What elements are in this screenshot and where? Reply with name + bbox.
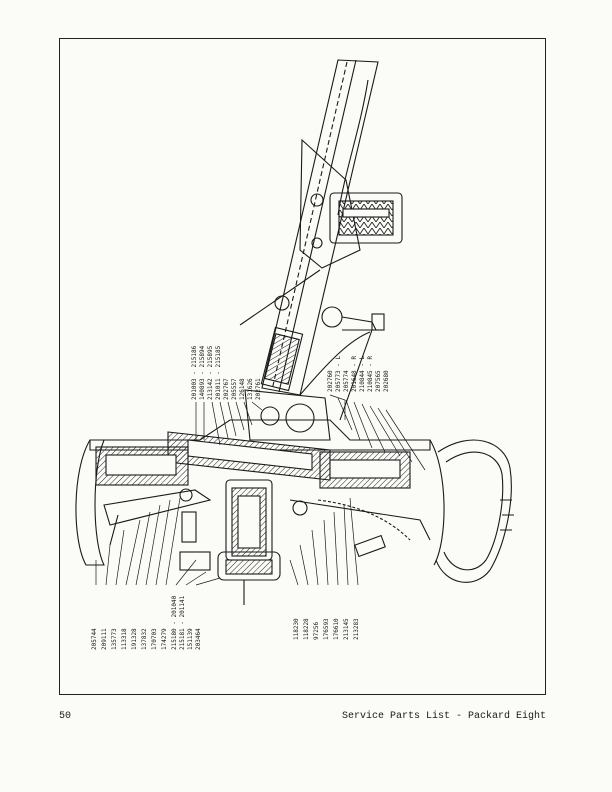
callout-lower-left-1: 205744 bbox=[91, 628, 98, 650]
callout-lower-right-6: 213145 bbox=[343, 618, 350, 640]
callout-upper-right-1: 202760 bbox=[327, 370, 334, 392]
callout-upper-left-2: 140893 - 215894 bbox=[199, 345, 206, 400]
running-title: Service Parts List - Packard Eight bbox=[341, 711, 546, 722]
callout-upper-right-5: 210844 - L bbox=[359, 355, 366, 392]
callout-upper-left-7: 126148 bbox=[239, 378, 246, 400]
callout-lower-right-7: 213283 bbox=[353, 618, 360, 640]
page-number: 50 bbox=[59, 711, 72, 722]
callout-upper-left-1: 201003 - 215186 bbox=[191, 345, 198, 400]
callout-lower-right-1: 118230 bbox=[293, 618, 300, 640]
callout-lower-left-3: 135773 bbox=[111, 628, 118, 650]
figure-frame bbox=[59, 38, 546, 695]
callout-upper-left-5: 202767 bbox=[223, 378, 230, 400]
callout-lower-left-6: 137832 bbox=[141, 628, 148, 650]
callout-upper-left-3: 213142 - 215895 bbox=[207, 345, 214, 400]
callout-lower-right-2: 118228 bbox=[303, 618, 310, 640]
callout-upper-right-7: 207565 bbox=[375, 370, 382, 392]
callout-lower-left-11: 151139 bbox=[187, 628, 194, 650]
callout-lower-left-2: 209111 bbox=[101, 628, 108, 650]
callout-lower-left-5: 191328 bbox=[131, 628, 138, 650]
callout-upper-right-8: 202680 bbox=[383, 370, 390, 392]
callout-lower-right-4: 176593 bbox=[323, 618, 330, 640]
callout-upper-right-4: 201648 - R bbox=[351, 355, 358, 392]
callout-upper-left-4: 201011 - 215185 bbox=[215, 345, 222, 400]
callout-upper-left-8: 131626 bbox=[247, 378, 254, 400]
callout-lower-left-7: 170703 bbox=[151, 628, 158, 650]
callout-upper-right-3: 205774 bbox=[343, 370, 350, 392]
callout-lower-left-4: 113318 bbox=[121, 628, 128, 650]
callout-upper-left-9: 202761 bbox=[255, 378, 262, 400]
callout-upper-right-2: 205773 - L bbox=[335, 355, 342, 392]
callout-lower-right-3: 97256 bbox=[313, 622, 320, 640]
callout-lower-left-9: 215180 - 201040 bbox=[171, 595, 178, 650]
callout-upper-right-6: 210845 - R bbox=[367, 355, 374, 392]
callout-lower-left-8: 174279 bbox=[161, 628, 168, 650]
callout-lower-left-10: 215181 - 201141 bbox=[179, 595, 186, 650]
callout-lower-left-12: 203464 bbox=[195, 628, 202, 650]
callout-lower-right-5: 176610 bbox=[333, 618, 340, 640]
callout-upper-left-6: 205557 bbox=[231, 378, 238, 400]
